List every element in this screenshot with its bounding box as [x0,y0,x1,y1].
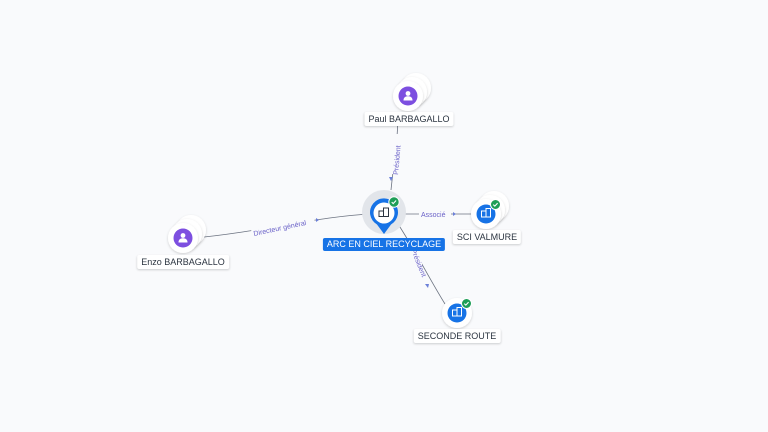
building-icon [378,207,389,217]
building-icon [452,307,462,317]
person-icon [403,91,413,101]
node-sci[interactable] [471,191,509,229]
edge-center-seconde[interactable] [397,223,446,305]
node-label-seconde[interactable]: SECONDE ROUTE [413,329,501,343]
person-icon [178,233,188,243]
edge-label-paul-center: Président [393,145,403,175]
arrow-center-sci [453,212,456,216]
node-label-paul[interactable]: Paul BARBAGALLO [364,112,454,126]
node-label-center[interactable]: ARC EN CIEL RECYCLAGE [322,238,446,251]
arrow-center-seconde [425,284,429,288]
node-label-sci[interactable]: SCI VALMURE [452,230,522,244]
verified-check-icon [492,202,499,207]
node-paul[interactable] [393,73,431,111]
edge-label-center-sci: Associé [421,212,446,219]
verified-check-icon [463,301,470,306]
node-seconde[interactable] [442,298,472,328]
arrow-enzo-center [316,218,319,222]
edge-arrows [316,177,456,288]
node-label-enzo[interactable]: Enzo BARBAGALLO [137,255,229,269]
edges [193,111,475,305]
node-enzo[interactable] [168,215,206,253]
verified-check-icon [391,200,397,205]
node-center[interactable] [362,190,406,234]
building-icon [481,208,491,218]
arrow-paul-center [389,177,393,181]
